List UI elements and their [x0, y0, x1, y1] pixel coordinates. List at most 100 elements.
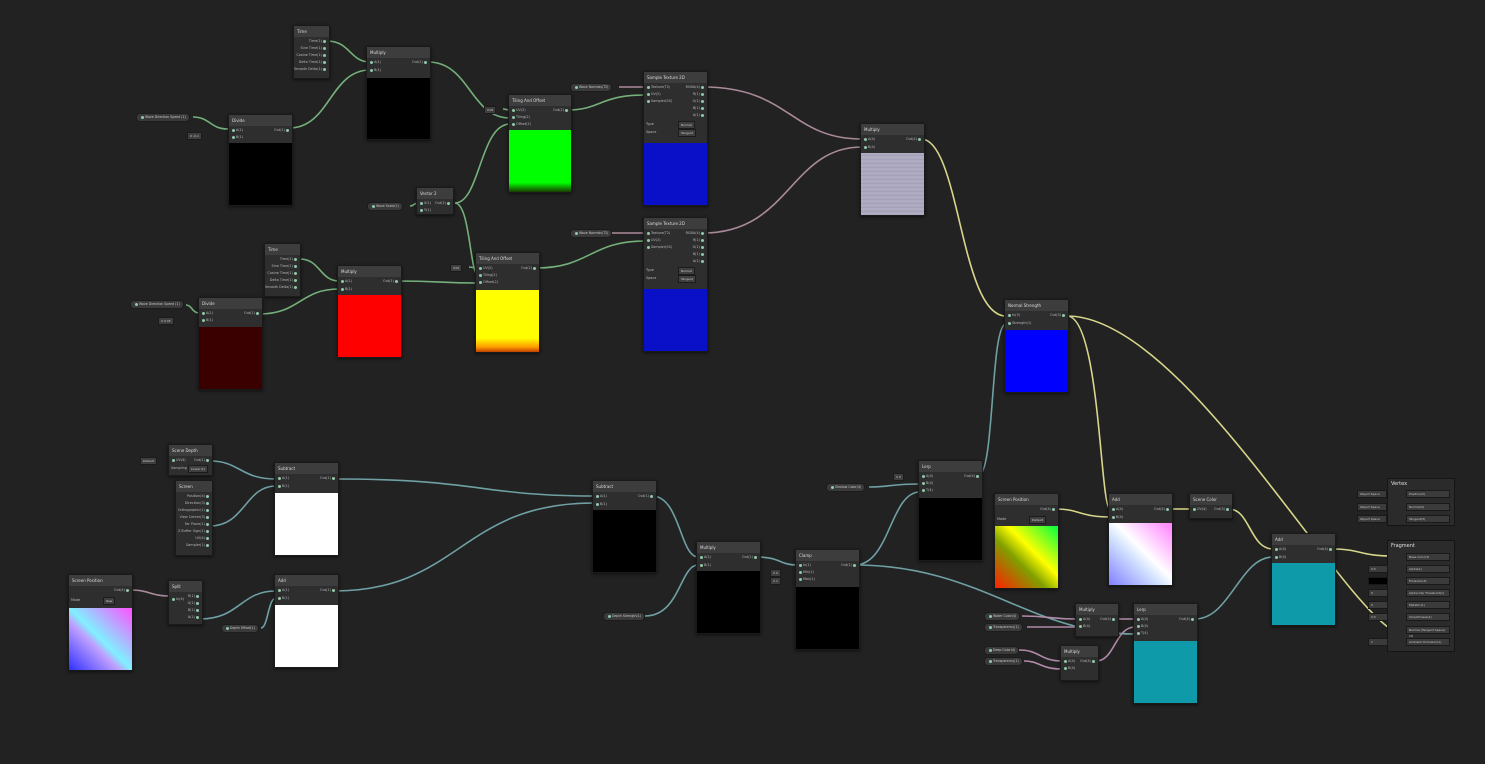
port-rgba[interactable]: RGBA(4) — [686, 230, 705, 237]
space-dropdown[interactable]: Tangent — [678, 275, 696, 283]
port-out[interactable]: Out(4) — [1179, 616, 1195, 623]
port-a[interactable]: A(1) — [188, 614, 200, 621]
space-dropdown[interactable]: Object Space — [1357, 490, 1387, 498]
uv-channel-mid[interactable]: UV0 — [450, 264, 463, 272]
vertex-normal-row[interactable]: Object Space Normal(3) — [1357, 502, 1454, 511]
port-out[interactable]: Out(2) — [521, 265, 537, 272]
space-dropdown[interactable]: Object Space — [1357, 503, 1387, 511]
sample-texture-node-top[interactable]: Sample Texture 2D Texture(T2) UV(2) Samp… — [643, 71, 708, 206]
port-b[interactable]: B(1) — [201, 317, 213, 324]
divide-node-top[interactable]: Divide A(1) B(1) Out(1) — [228, 114, 293, 206]
port-in[interactable]: In(1) — [798, 562, 811, 569]
port-in[interactable]: In(3) — [1007, 312, 1020, 319]
port-strength[interactable]: Strength(1) — [1007, 320, 1031, 327]
port-a[interactable]: A(1) — [201, 310, 213, 317]
port-b[interactable]: B(1) — [693, 251, 705, 258]
scene-depth-node[interactable]: Scene Depth UV(4) Out(1) Sampling Linear… — [168, 444, 213, 476]
port-y[interactable]: Y(1) — [419, 207, 431, 214]
port-sampler[interactable]: Sampler(SS) — [646, 98, 672, 105]
port-b[interactable]: B(1) — [340, 286, 352, 293]
port-out[interactable]: Out(4) — [1080, 658, 1096, 665]
fragment-slot-row[interactable]: 0.5 Smoothness(1) — [1368, 612, 1454, 621]
port-b[interactable]: B(4) — [863, 144, 875, 151]
port-out[interactable]: Out(1) — [194, 457, 210, 464]
emission-color-swatch[interactable] — [1368, 577, 1388, 585]
fragment-slot-row[interactable]: 0 Alpha Clip Threshold(1) — [1368, 588, 1454, 597]
multiply-node-mid[interactable]: Multiply A(1) B(1) Out(1) — [337, 265, 402, 358]
port-delta-time[interactable]: Delta Time(1) — [299, 59, 327, 66]
port-time[interactable]: Time(1) — [309, 38, 327, 45]
wave-normals-property-mid[interactable]: Wave Normals(T2) — [570, 229, 613, 238]
port-a[interactable]: A(1) — [693, 112, 705, 119]
space-dropdown[interactable]: Tangent — [678, 129, 696, 137]
port-uv[interactable]: UV(2) — [478, 265, 493, 272]
port-time[interactable]: Time(1) — [280, 256, 298, 263]
port-b[interactable]: B(1) — [277, 483, 289, 490]
port-sine-time[interactable]: Sine Time(1) — [271, 263, 298, 270]
wave-direction-property-top[interactable]: Wave Direction Speed (1) — [136, 113, 190, 122]
add-node-final[interactable]: Add A(4) B(4) Out(4) — [1271, 533, 1336, 626]
port-uv[interactable]: UV(2) — [646, 237, 661, 244]
port-cosine-time[interactable]: Cosine Time(1) — [296, 52, 327, 59]
deep-color-property[interactable]: Deep Color(4) — [984, 646, 1020, 655]
wave-normals-property-top[interactable]: Wave Normals(T2) — [570, 83, 613, 92]
multiply-node-c1[interactable]: Multiply A(4) B(4) Out(4) — [1075, 603, 1119, 637]
port-uv[interactable]: UV(2) — [511, 107, 526, 114]
port-direction[interactable]: Direction(3) — [185, 500, 210, 507]
port-sampler[interactable]: Sampler(SS) — [646, 244, 672, 251]
port-out[interactable]: Out(3) — [1050, 312, 1066, 319]
port-g[interactable]: G(1) — [693, 244, 705, 251]
port-out[interactable]: Out(1) — [412, 59, 428, 66]
port-b[interactable]: B(4) — [1274, 554, 1286, 561]
port-a[interactable]: A(4) — [1136, 616, 1148, 623]
shallow-color-property[interactable]: Shallow Color(4) — [826, 483, 866, 492]
screen-position-node-2[interactable]: Screen Position Out(4) Mode Default — [994, 493, 1059, 589]
port-texture[interactable]: Texture(T2) — [646, 230, 670, 237]
port-out[interactable]: Out(4) — [114, 587, 130, 594]
slot-value-input[interactable]: 0.5 — [1368, 565, 1388, 573]
port-a[interactable]: A(4) — [863, 136, 875, 143]
port-out[interactable]: Out(1) — [244, 310, 260, 317]
fragment-slot-row[interactable]: Emission(3) — [1368, 576, 1454, 585]
port-uv[interactable]: UV(4) — [171, 457, 186, 464]
fragment-slot-row[interactable]: 0.5 Alpha(1) — [1368, 564, 1454, 573]
port-out[interactable]: Out(1) — [383, 278, 399, 285]
wave-scale-property[interactable]: Wave Scale(1) — [367, 202, 403, 211]
port-out[interactable]: Out(1) — [638, 493, 654, 500]
multiply-node-right[interactable]: Multiply A(4) B(4) Out(4) — [860, 123, 925, 216]
add-node-color[interactable]: Add A(4) B(4) Out(4) — [1108, 493, 1173, 586]
wave-direction-property-mid[interactable]: Wave Direction Speed (1) — [130, 300, 184, 309]
divide-b-input[interactable]: X -0.1 — [187, 132, 202, 140]
divide-node-mid[interactable]: Divide A(1) B(1) Out(1) — [198, 297, 263, 390]
time-node-top[interactable]: Time Time(1) Sine Time(1) Cosine Time(1)… — [293, 25, 330, 79]
scene-color-node[interactable]: Scene Color UV(4) Out(3) — [1189, 493, 1233, 519]
subtract-node-left[interactable]: Subtract A(1) B(1) Out(1) — [274, 462, 339, 556]
port-a[interactable]: A(1) — [369, 59, 381, 66]
port-a[interactable]: A(1) — [595, 493, 607, 500]
multiply-node-c2[interactable]: Multiply A(4) B(4) Out(4) — [1060, 645, 1099, 681]
slot-value-input[interactable]: 1 — [1368, 638, 1388, 646]
port-out[interactable]: Out(1) — [742, 554, 758, 561]
port-in[interactable]: In(4) — [171, 596, 184, 603]
port-r[interactable]: R(1) — [693, 91, 705, 98]
port-g[interactable]: G(1) — [188, 600, 200, 607]
port-out[interactable]: Out(4) — [1154, 506, 1170, 513]
mode-dropdown[interactable]: Raw — [103, 597, 116, 605]
vertex-tangent-row[interactable]: Object Space Tangent(3) — [1357, 514, 1454, 523]
type-dropdown[interactable]: Normal — [678, 267, 695, 275]
lerp-a-input[interactable]: X 0 — [893, 473, 904, 481]
port-r[interactable]: R(1) — [693, 237, 705, 244]
port-out[interactable]: Out(4) — [906, 136, 922, 143]
port-b[interactable]: B(1) — [188, 607, 200, 614]
scene-depth-mode-dropdown[interactable]: Default — [140, 457, 157, 465]
vector2-node[interactable]: Vector 2 X(1) Y(1) Out(2) — [416, 187, 454, 215]
port-out[interactable]: Out(1) — [841, 562, 857, 569]
fragment-slot-row[interactable]: 1 Ambient Occlusion(1) — [1368, 637, 1454, 646]
normal-strength-node[interactable]: Normal Strength In(3) Strength(1) Out(3) — [1004, 299, 1069, 393]
port-out[interactable]: Out(2) — [553, 107, 569, 114]
port-tiling[interactable]: Tiling(2) — [511, 114, 530, 121]
tiling-offset-node-mid[interactable]: Tiling And Offset UV(2) Tiling(2) Offset… — [475, 252, 540, 353]
sampling-dropdown[interactable]: Linear 01 — [188, 465, 209, 473]
uv-channel-top[interactable]: UV0 — [484, 106, 497, 114]
port-rgba[interactable]: RGBA(4) — [686, 84, 705, 91]
